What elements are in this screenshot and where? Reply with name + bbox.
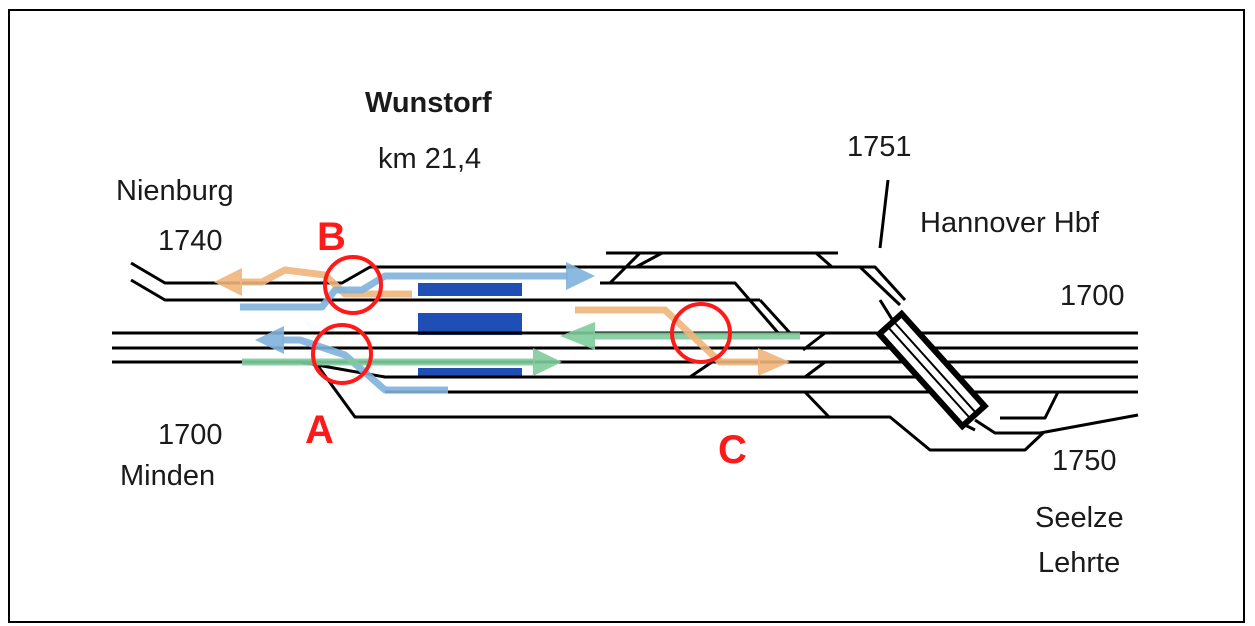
track — [635, 251, 663, 269]
label-1700-left: 1700 — [158, 419, 223, 451]
marker-label-a: A — [305, 408, 334, 452]
route-green-a-arrow — [533, 348, 562, 376]
conflict-circle-b — [323, 255, 383, 315]
route-orange-b — [240, 266, 412, 298]
track — [130, 278, 760, 302]
route-blue-top-arrow — [566, 262, 595, 290]
label-1750: 1750 — [1052, 445, 1117, 477]
track — [600, 281, 782, 336]
label-hannover: Hannover Hbf — [920, 207, 1100, 239]
label-minden: Minden — [120, 460, 215, 492]
labels: Wunstorf km 21,4 Nienburg 1740 1751 Hann… — [116, 87, 1125, 579]
station-km: km 21,4 — [378, 143, 481, 175]
platform-2 — [418, 313, 522, 335]
flyover-box — [875, 309, 989, 431]
label-1700-right: 1700 — [1060, 280, 1125, 312]
conflict-circle-c — [670, 302, 732, 364]
station-title: Wunstorf — [365, 87, 492, 119]
route-green-c-arrow — [560, 322, 595, 350]
track — [130, 261, 907, 302]
label-1751: 1751 — [847, 131, 912, 163]
track — [858, 265, 902, 307]
platform-3 — [418, 368, 522, 376]
diagram-frame — [8, 9, 1245, 623]
platforms — [418, 283, 522, 376]
track — [803, 390, 832, 420]
track — [815, 251, 833, 269]
label-seelze: Seelze — [1035, 502, 1124, 534]
flyover-structure — [875, 309, 989, 431]
route-blue-a-arrow — [255, 326, 284, 354]
label-nienburg: Nienburg — [116, 175, 234, 207]
track — [878, 179, 890, 249]
route-orange-c — [575, 306, 760, 366]
track — [689, 360, 713, 379]
conflict-circle-a — [311, 323, 373, 385]
route-blue-a — [282, 336, 448, 394]
track — [802, 331, 826, 352]
conflict-markers: B A C — [305, 215, 747, 472]
track — [804, 360, 826, 379]
flyover-track — [894, 322, 976, 413]
route-blue-top — [240, 272, 568, 311]
marker-label-b: B — [317, 215, 346, 259]
platform-1 — [418, 283, 522, 296]
track — [1000, 391, 1060, 420]
track — [313, 361, 1045, 452]
track — [608, 251, 642, 285]
track — [974, 413, 1139, 435]
routes — [214, 262, 800, 394]
label-lehrte: Lehrte — [1038, 547, 1120, 579]
label-1740: 1740 — [158, 225, 223, 257]
flyover-track — [888, 327, 970, 418]
route-orange-b-arrow — [214, 268, 242, 296]
track — [758, 298, 792, 335]
route-orange-c-arrow — [758, 348, 790, 376]
marker-label-c: C — [718, 428, 747, 472]
